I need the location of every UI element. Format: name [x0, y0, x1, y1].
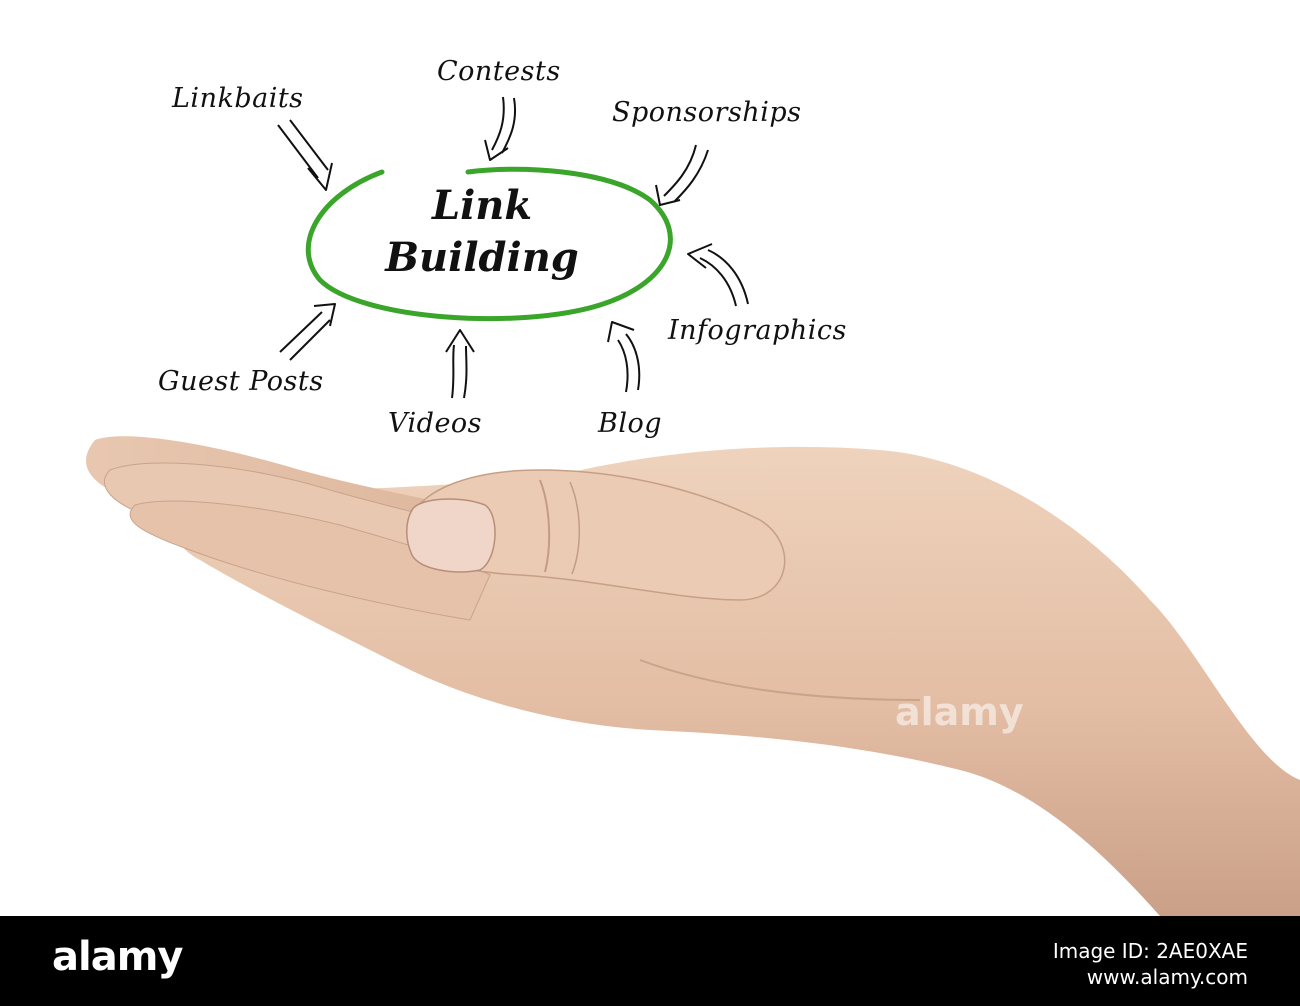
- arrow-guest-posts: [279, 303, 336, 361]
- node-linkbaits: Linkbaits: [172, 83, 304, 114]
- arrow-videos: [445, 329, 475, 399]
- center-title: Link Building: [352, 180, 612, 284]
- center-title-line2: Building: [385, 234, 579, 281]
- arrow-infographics: [687, 243, 749, 307]
- node-videos: Videos: [388, 408, 483, 439]
- node-guest-posts: Guest Posts: [158, 366, 324, 397]
- node-contests: Contests: [437, 56, 561, 87]
- node-infographics: Infographics: [668, 315, 847, 346]
- hand-image: [86, 436, 1300, 916]
- alamy-logo: alamy: [52, 934, 183, 980]
- node-blog: Blog: [598, 408, 663, 439]
- center-title-line1: Link: [431, 182, 533, 229]
- node-sponsorships: Sponsorships: [612, 97, 802, 128]
- watermark: alamy: [895, 690, 1024, 734]
- arrow-sponsorships: [655, 144, 709, 206]
- footer-bar: alamy Image ID: 2AE0XAE www.alamy.com: [0, 916, 1300, 1006]
- diagram: [277, 96, 749, 399]
- arrow-contests: [484, 96, 516, 161]
- site-url: www.alamy.com: [1086, 965, 1248, 989]
- image-id: Image ID: 2AE0XAE: [1052, 939, 1248, 963]
- footer-info: Image ID: 2AE0XAE www.alamy.com: [1053, 938, 1248, 990]
- center-ellipse: [305, 166, 673, 322]
- arrow-linkbaits: [277, 119, 333, 191]
- stock-photo: Link Building Linkbaits Contests Sponsor…: [86, 56, 1300, 916]
- arrow-blog: [607, 321, 641, 393]
